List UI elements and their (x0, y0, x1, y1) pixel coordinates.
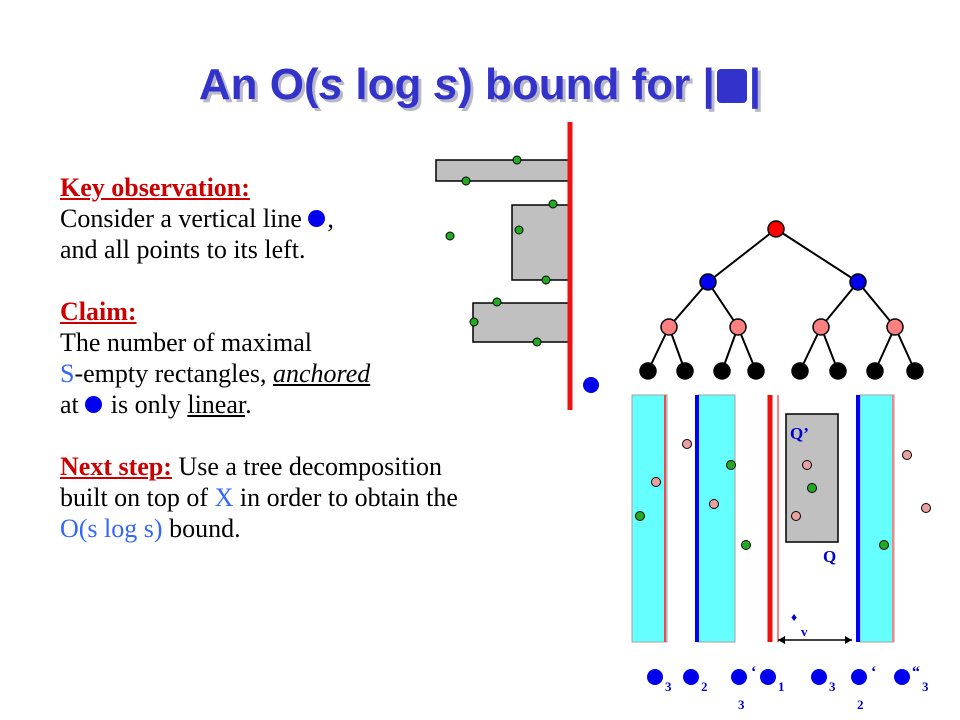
bottom-label-1: 3 (665, 679, 672, 694)
tree-leaf (639, 362, 657, 380)
tree-leaf (829, 362, 847, 380)
title-mid: log (343, 60, 434, 109)
claim-linear: linear (187, 390, 246, 419)
bottom-label-3-mark: ‘ (751, 664, 757, 681)
tree-root (767, 220, 785, 238)
tree-leaf (747, 362, 765, 380)
slab-points (635, 439, 931, 550)
title-suffix: ) bound for | (458, 60, 715, 109)
next-x: X (214, 483, 234, 512)
point (532, 337, 542, 347)
point (514, 225, 524, 235)
v-marker-icon: ♦ (791, 610, 798, 624)
tree-leaf (713, 362, 731, 380)
next-line1: Use a tree decomposition (171, 452, 442, 481)
bottom-label-4: 1 (778, 679, 785, 694)
title-symbol (716, 69, 747, 103)
bottom-label-7: 3 (922, 679, 929, 694)
point (512, 155, 522, 165)
claim-line3-d: . (245, 390, 252, 419)
tree-leaf (791, 362, 809, 380)
point (541, 275, 551, 285)
point (492, 297, 502, 307)
next-line2-c: in order to obtain the (233, 483, 458, 512)
bottom-label-2: 2 (701, 679, 708, 694)
next-line2-a: built on top of (60, 483, 215, 512)
tree-leaf (676, 362, 694, 380)
tree-leaf (906, 362, 924, 380)
claim-s: S (60, 359, 75, 388)
claim-line2-b: -empty rectangles, (74, 359, 273, 388)
tree-node (849, 273, 867, 291)
rect-3 (472, 302, 571, 343)
tree (647, 228, 916, 372)
point (461, 176, 471, 186)
tree-node (729, 318, 747, 336)
bottom-dots (647, 669, 910, 685)
label-q: Q (823, 547, 837, 566)
point (469, 317, 479, 327)
claim-line3-a: at (60, 390, 86, 419)
point (445, 231, 455, 241)
bottom-label-3-under: 3 (738, 697, 745, 712)
rect-2 (511, 204, 571, 281)
next-bound: O(s log s) (60, 514, 163, 543)
claim-line1: The number of maximal (60, 328, 312, 357)
slabs (631, 394, 895, 644)
tree-node (812, 318, 830, 336)
title-s2: s (433, 60, 459, 109)
line-dot-icon (308, 210, 326, 227)
title-prefix: An O( (198, 60, 319, 109)
tree-node (660, 318, 678, 336)
anchor-point (583, 377, 599, 393)
claim-anchored: anchored (273, 359, 371, 388)
key-observation-heading: Key observation: (60, 173, 250, 202)
key-line1-b: , (327, 204, 334, 233)
body-text: Key observation: Consider a vertical lin… (60, 172, 458, 544)
tree-leaf (866, 362, 884, 380)
label-q-prime: Q’ (790, 424, 809, 443)
anchor-dot-icon (85, 396, 103, 413)
next-step-heading: Next step: (60, 452, 172, 481)
slab (697, 394, 736, 643)
next-line3-b: bound. (162, 514, 241, 543)
label-v: v (801, 624, 808, 639)
bottom-label-5: 3 (829, 679, 836, 694)
key-line1-a: Consider a vertical line (60, 204, 309, 233)
rect-1 (435, 159, 571, 182)
bottom-label-6-mark: ‘ (871, 664, 877, 681)
tree-nodes (639, 220, 924, 380)
tree-node (886, 318, 904, 336)
claim-heading: Claim: (60, 297, 137, 326)
key-line2: and all points to its left. (60, 235, 306, 264)
title-s1: s (318, 60, 344, 109)
bottom-label-6-under: 2 (857, 697, 864, 712)
point (548, 199, 558, 209)
tree-node (699, 273, 717, 291)
slab (859, 394, 895, 643)
bottom-label-7-mark: “ (912, 664, 920, 681)
claim-line3-b: is only (104, 390, 188, 419)
slide-title: An O(s log s) bound for || (0, 60, 960, 110)
title-end: | (748, 60, 762, 109)
anchored-rectangles (435, 122, 599, 410)
